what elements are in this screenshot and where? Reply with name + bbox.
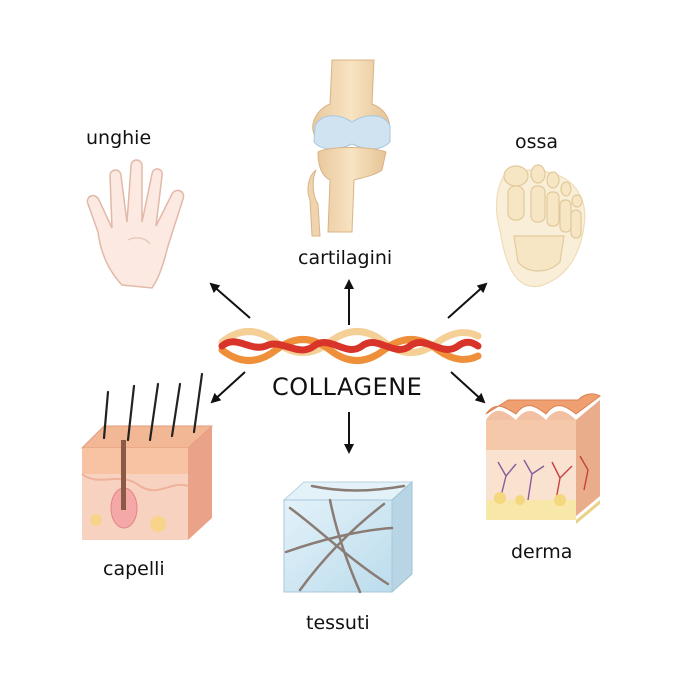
arrow-to-derma bbox=[450, 371, 486, 404]
arrow-to-unghie bbox=[209, 282, 251, 319]
label-derma: derma bbox=[511, 541, 573, 563]
center-label-collagene: COLLAGENE bbox=[272, 373, 423, 401]
label-capelli: capelli bbox=[103, 558, 165, 580]
hand-icon bbox=[86, 159, 185, 289]
arrow-to-capelli bbox=[210, 371, 246, 404]
label-ossa: ossa bbox=[515, 131, 559, 153]
skin-layers-icon bbox=[485, 393, 601, 524]
arrows bbox=[209, 279, 488, 454]
collagen-helix-icon bbox=[218, 328, 482, 364]
label-unghie: unghie bbox=[86, 127, 152, 149]
arrow-to-ossa bbox=[447, 282, 488, 319]
label-cartilagini: cartilagini bbox=[298, 247, 393, 269]
label-tessuti: tessuti bbox=[306, 612, 370, 634]
knee-joint-icon bbox=[307, 59, 391, 237]
hair-follicle-icon bbox=[80, 372, 214, 540]
foot-bones-icon bbox=[495, 164, 586, 288]
tissue-cube-icon bbox=[282, 480, 414, 594]
